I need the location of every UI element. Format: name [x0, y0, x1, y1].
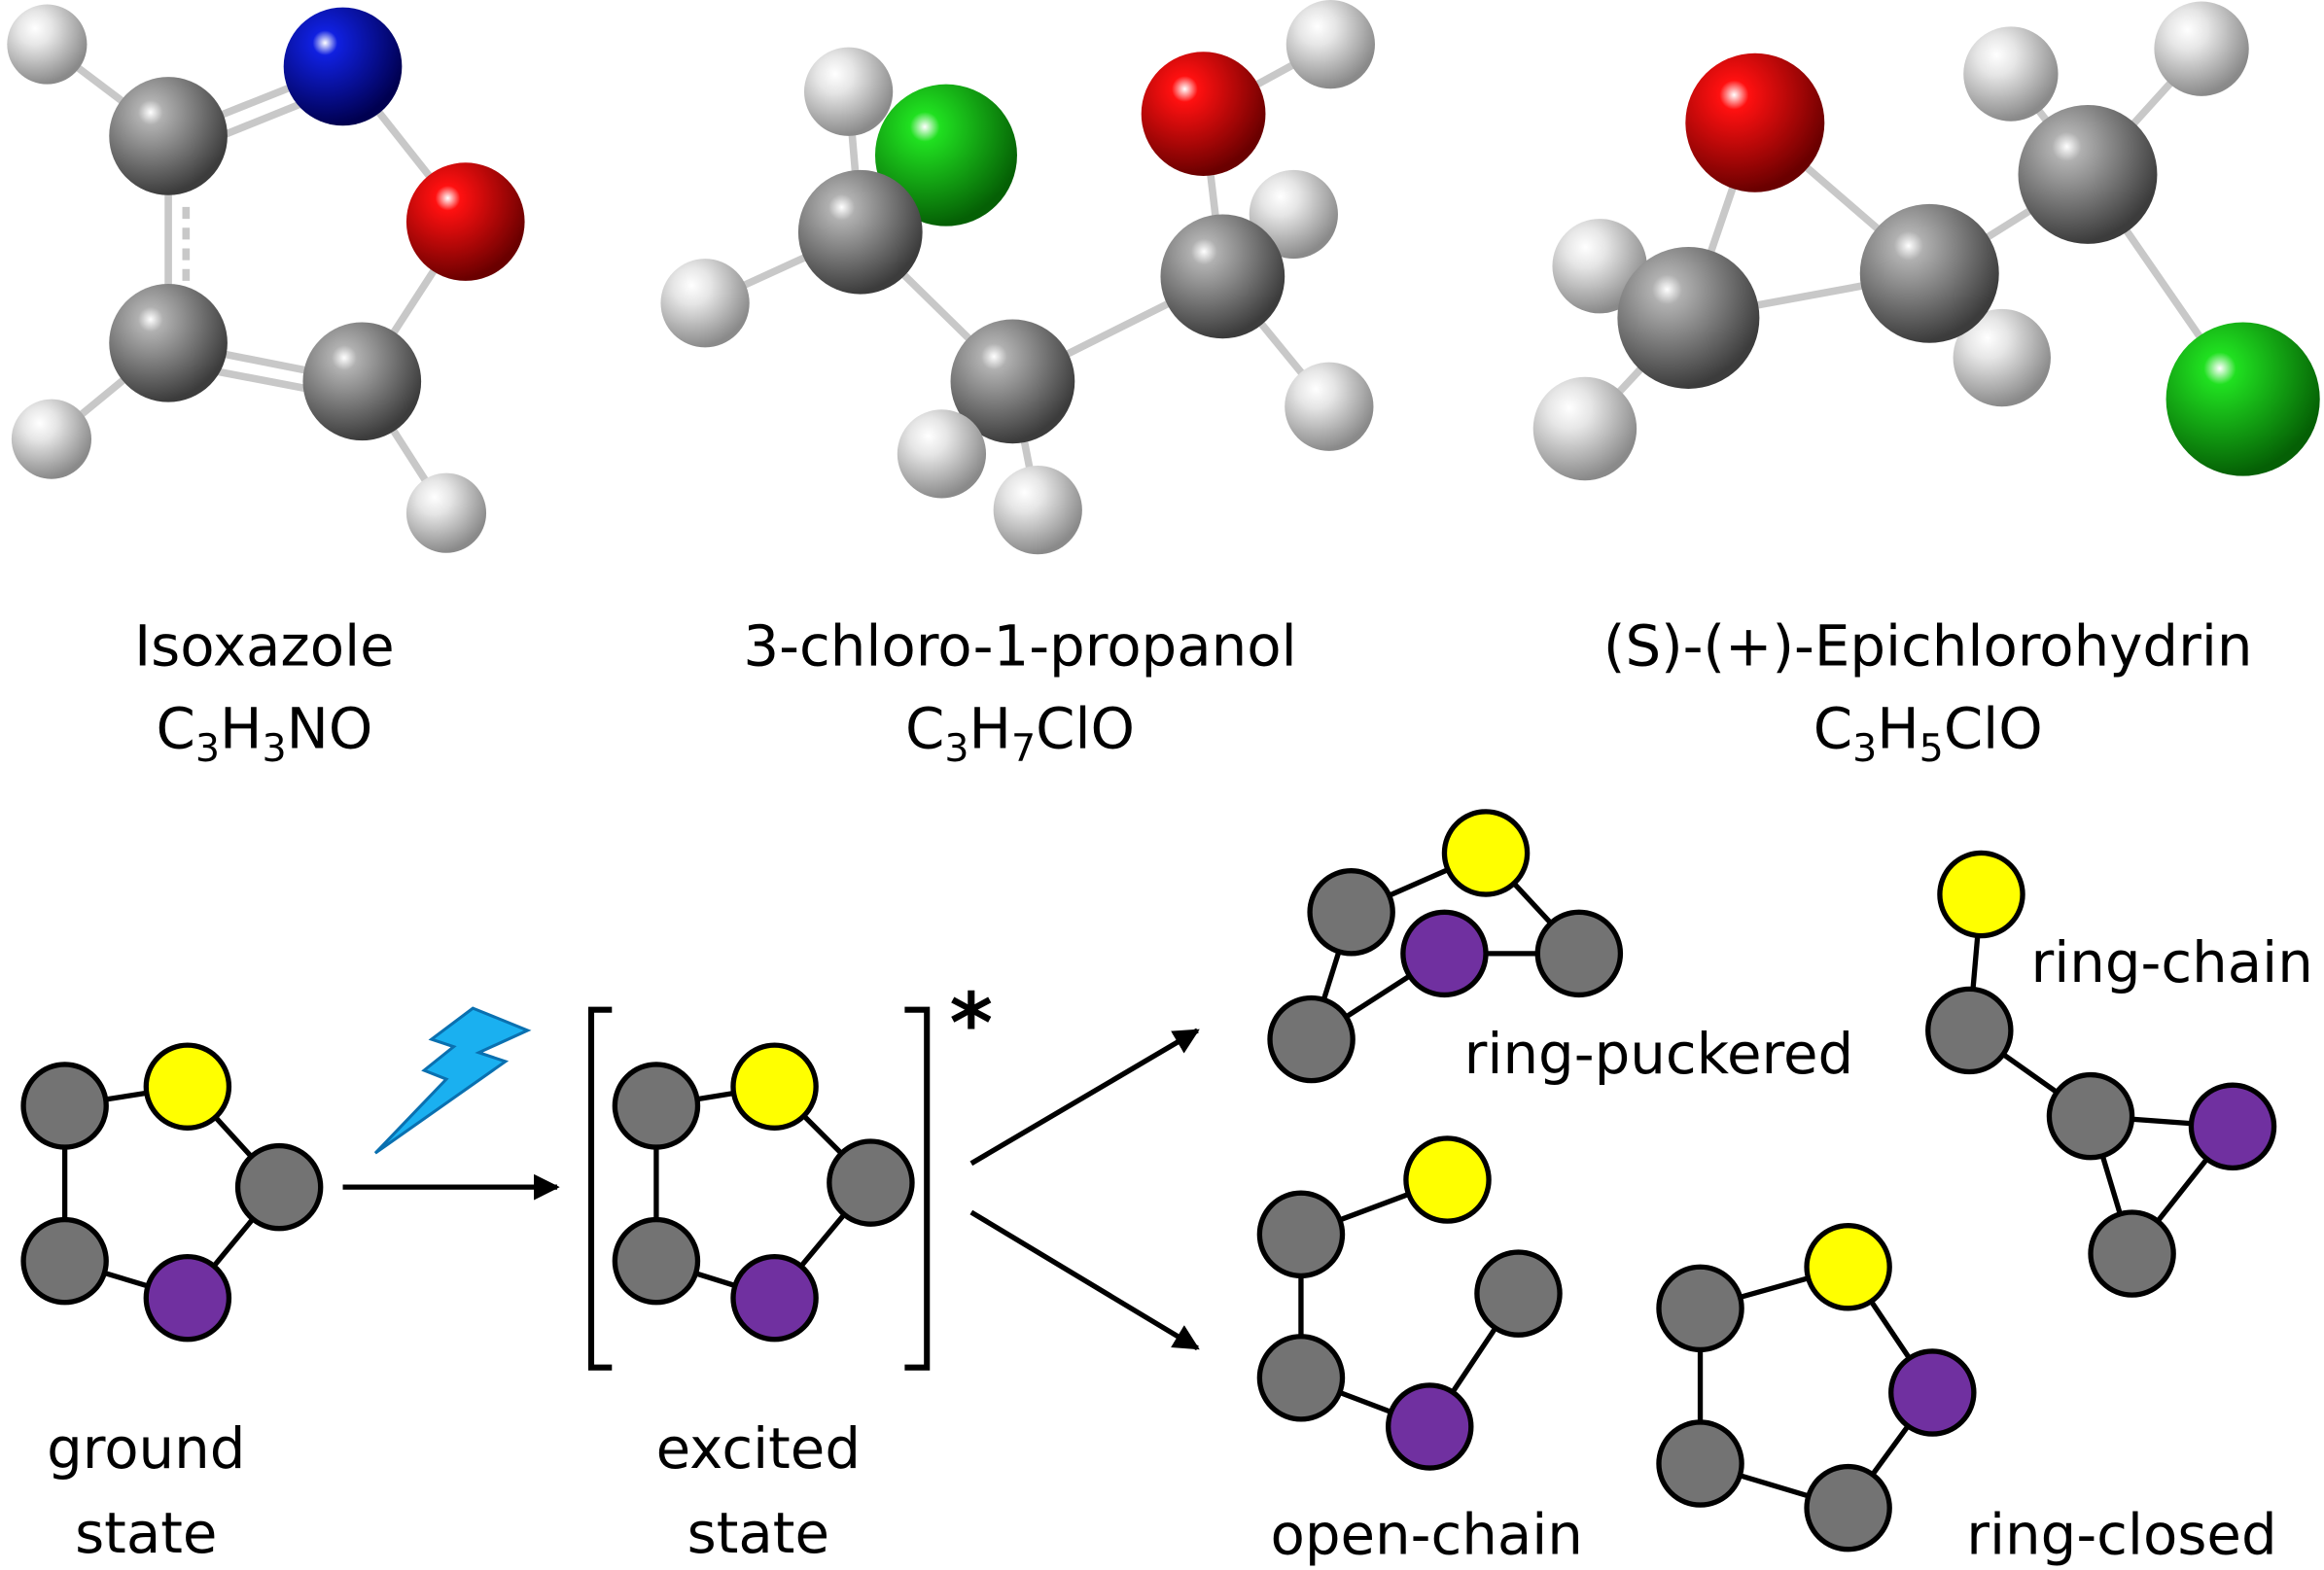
- arrow-to-lower: [969, 1209, 1200, 1351]
- excited-state-label: state: [687, 1500, 829, 1566]
- isoxazole-model: [7, 4, 525, 553]
- nitrogen-node: [1804, 1223, 1892, 1311]
- left-bracket: [587, 1006, 613, 1371]
- carbon-node: [1256, 1190, 1346, 1279]
- open-chain-graph: [1256, 1135, 1563, 1471]
- carbon-node: [827, 1138, 915, 1227]
- carbon-node: [1256, 1334, 1346, 1422]
- right-bracket: [904, 1006, 931, 1371]
- carbon-node: [612, 1216, 701, 1306]
- carbon-node: [234, 1142, 324, 1232]
- molecule-formula: C3H7ClO: [905, 695, 1135, 771]
- oxygen-node: [1888, 1348, 1977, 1437]
- carbon-node: [1534, 909, 1624, 998]
- arrow-to-upper: [969, 1028, 1200, 1167]
- nitrogen-node: [1937, 850, 2025, 939]
- carbon-node: [1925, 986, 2014, 1075]
- lightning-icon: [373, 1006, 532, 1155]
- oxygen-node: [1400, 909, 1489, 998]
- nitrogen-node: [1403, 1135, 1492, 1224]
- carbon-node: [20, 1216, 109, 1306]
- molecule-formula: C3H5ClO: [1813, 695, 2043, 771]
- carbon-node: [612, 1062, 701, 1150]
- carbon-node: [2046, 1071, 2135, 1161]
- nitrogen-node: [730, 1042, 819, 1131]
- oxygen-node: [2188, 1082, 2277, 1171]
- carbon-node: [1656, 1419, 1744, 1508]
- ring-puckered-graph: [1267, 809, 1624, 1084]
- ground-state-label: ground: [47, 1415, 245, 1482]
- open-chain-label: open-chain: [1270, 1501, 1582, 1567]
- molecule-name: (S)-(+)-Epichlorohydrin: [1603, 612, 2253, 679]
- reaction-scheme: [20, 809, 2277, 1553]
- excited-state-label: excited: [656, 1415, 861, 1482]
- carbon-node: [2088, 1209, 2176, 1298]
- nitrogen-node: [1441, 809, 1531, 897]
- carbon-node: [1307, 868, 1395, 957]
- carbon-node: [20, 1062, 109, 1150]
- ring-closed-graph: [1656, 1223, 1977, 1553]
- ground-state-ring: [20, 1042, 324, 1343]
- ring-puckered-label: ring-puckered: [1464, 1021, 1854, 1087]
- oxygen-node: [143, 1253, 232, 1343]
- carbon-node: [1656, 1264, 1744, 1353]
- carbon-node: [1474, 1249, 1563, 1338]
- carbon-node: [1267, 994, 1356, 1084]
- ring-chain-graph: [1925, 850, 2277, 1298]
- carbon-node: [1804, 1463, 1892, 1553]
- molecule-name: Isoxazole: [134, 612, 395, 679]
- excited-asterisk: *: [950, 977, 994, 1073]
- chloropropanol-model: [660, 0, 1375, 555]
- oxygen-node: [1386, 1382, 1474, 1471]
- excited-state-ring: [612, 1042, 915, 1343]
- ring-closed-label: ring-closed: [1966, 1501, 2276, 1567]
- nitrogen-node: [143, 1042, 232, 1131]
- molecule-name: 3-chloro-1-propanol: [743, 612, 1296, 679]
- ring-chain-label: ring-chain: [2030, 929, 2312, 995]
- ground-state-label: state: [75, 1500, 217, 1566]
- epichlorohydrin-model: [1532, 1, 2320, 481]
- oxygen-node: [730, 1253, 819, 1343]
- molecule-formula: C3H3NO: [157, 695, 373, 771]
